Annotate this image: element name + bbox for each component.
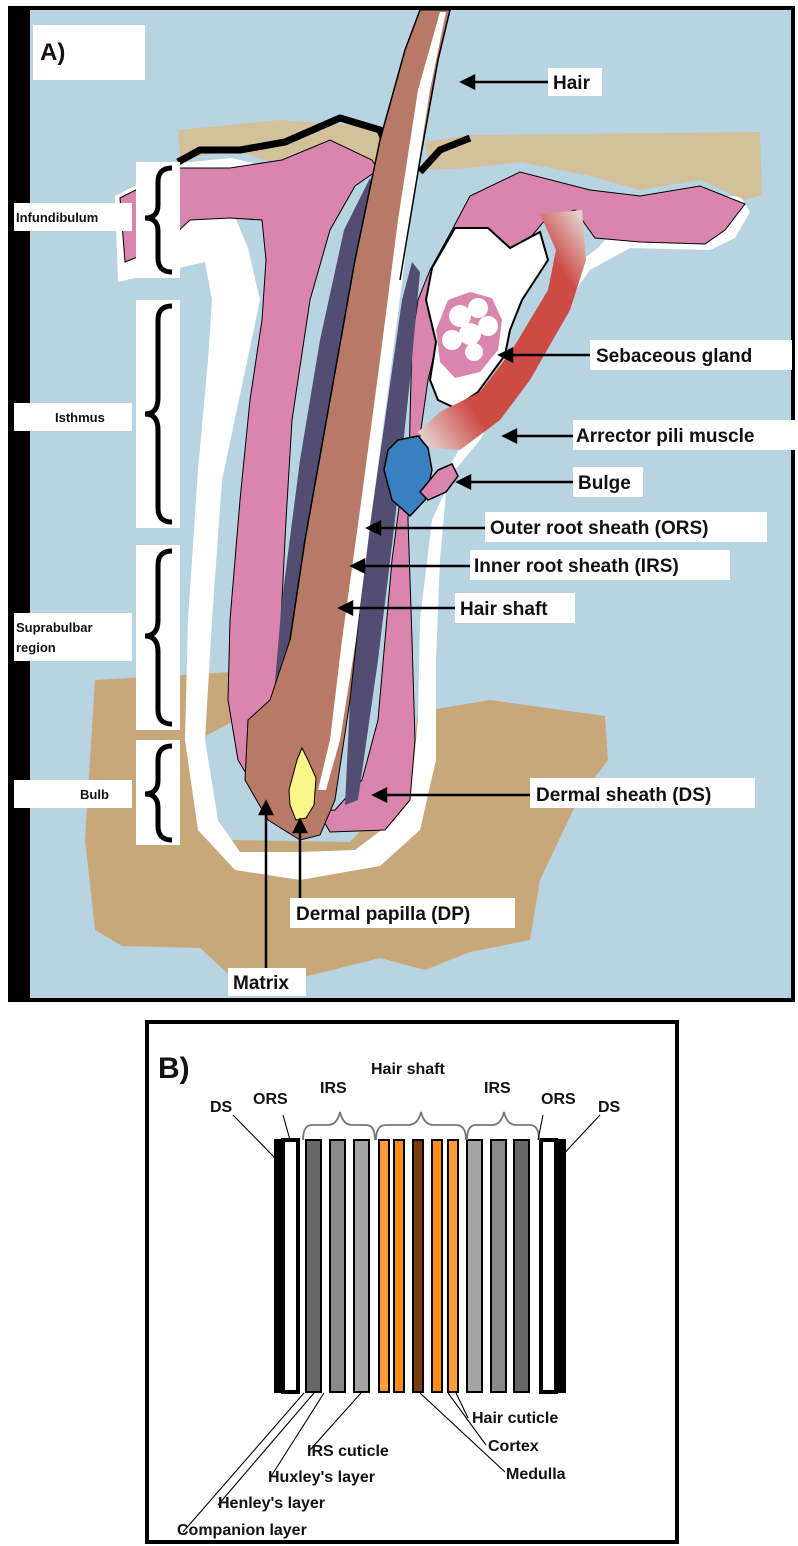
label-hair-cuticle: Hair cuticle [472, 1410, 558, 1427]
panel-a-label: A) [40, 39, 65, 66]
region-suprabulbar: Suprabulbar [16, 620, 93, 635]
label-ors-right: ORS [541, 1091, 576, 1108]
layer-stripe [514, 1140, 529, 1392]
panel-b-label: B) [158, 1052, 190, 1085]
layer-stripe [491, 1140, 506, 1392]
panel-b: B) DS ORS IRS Hair shaft IRS [147, 1022, 677, 1542]
layer-stripe [432, 1140, 442, 1392]
label-huxleys-layer: Huxley's layer [268, 1469, 375, 1486]
label-henleys-layer: Henley's layer [218, 1495, 325, 1512]
layer-stripe [394, 1140, 404, 1392]
label-ds-right: DS [598, 1099, 621, 1116]
panel-a: A) Hair Sebace [10, 8, 795, 1000]
label-sebaceous-gland: Sebaceous gland [596, 346, 752, 367]
layer-stripe [448, 1140, 458, 1392]
label-matrix: Matrix [233, 973, 289, 994]
label-hair-shaft: Hair shaft [460, 599, 548, 620]
layer-stripe [283, 1140, 298, 1392]
label-hair-shaft-b: Hair shaft [371, 1061, 445, 1078]
layer-stripe [413, 1140, 423, 1392]
label-irs-left: IRS [320, 1080, 347, 1097]
layer-stripe [354, 1140, 369, 1392]
layer-stripe [306, 1140, 321, 1392]
label-irs-right: IRS [484, 1080, 511, 1097]
region-braces [136, 162, 180, 845]
layer-stripe [330, 1140, 345, 1392]
label-ors-left: ORS [253, 1091, 288, 1108]
label-bulge: Bulge [578, 473, 631, 494]
region-infundibulum: Infundibulum [16, 210, 98, 225]
layer-stripe [541, 1140, 556, 1392]
layer-stripes [275, 1140, 565, 1392]
region-isthmus: Isthmus [55, 410, 105, 425]
label-dermal-papilla: Dermal papilla (DP) [296, 904, 470, 925]
label-companion-layer: Companion layer [177, 1522, 307, 1539]
layer-stripe [379, 1140, 389, 1392]
layer-stripe [467, 1140, 482, 1392]
layer-stripe [275, 1140, 282, 1392]
region-suprabulbar-2: region [16, 640, 56, 655]
label-ors: Outer root sheath (ORS) [490, 518, 709, 539]
label-irs-cuticle: IRS cuticle [307, 1443, 389, 1460]
layer-stripe [558, 1140, 565, 1392]
label-irs: Inner root sheath (IRS) [474, 556, 679, 577]
label-arrector-pili: Arrector pili muscle [576, 426, 754, 447]
region-bulb: Bulb [80, 787, 109, 802]
label-hair: Hair [553, 73, 591, 94]
label-ds-left: DS [210, 1099, 233, 1116]
label-cortex: Cortex [488, 1438, 539, 1455]
label-dermal-sheath: Dermal sheath (DS) [536, 785, 711, 806]
label-medulla: Medulla [506, 1466, 566, 1483]
